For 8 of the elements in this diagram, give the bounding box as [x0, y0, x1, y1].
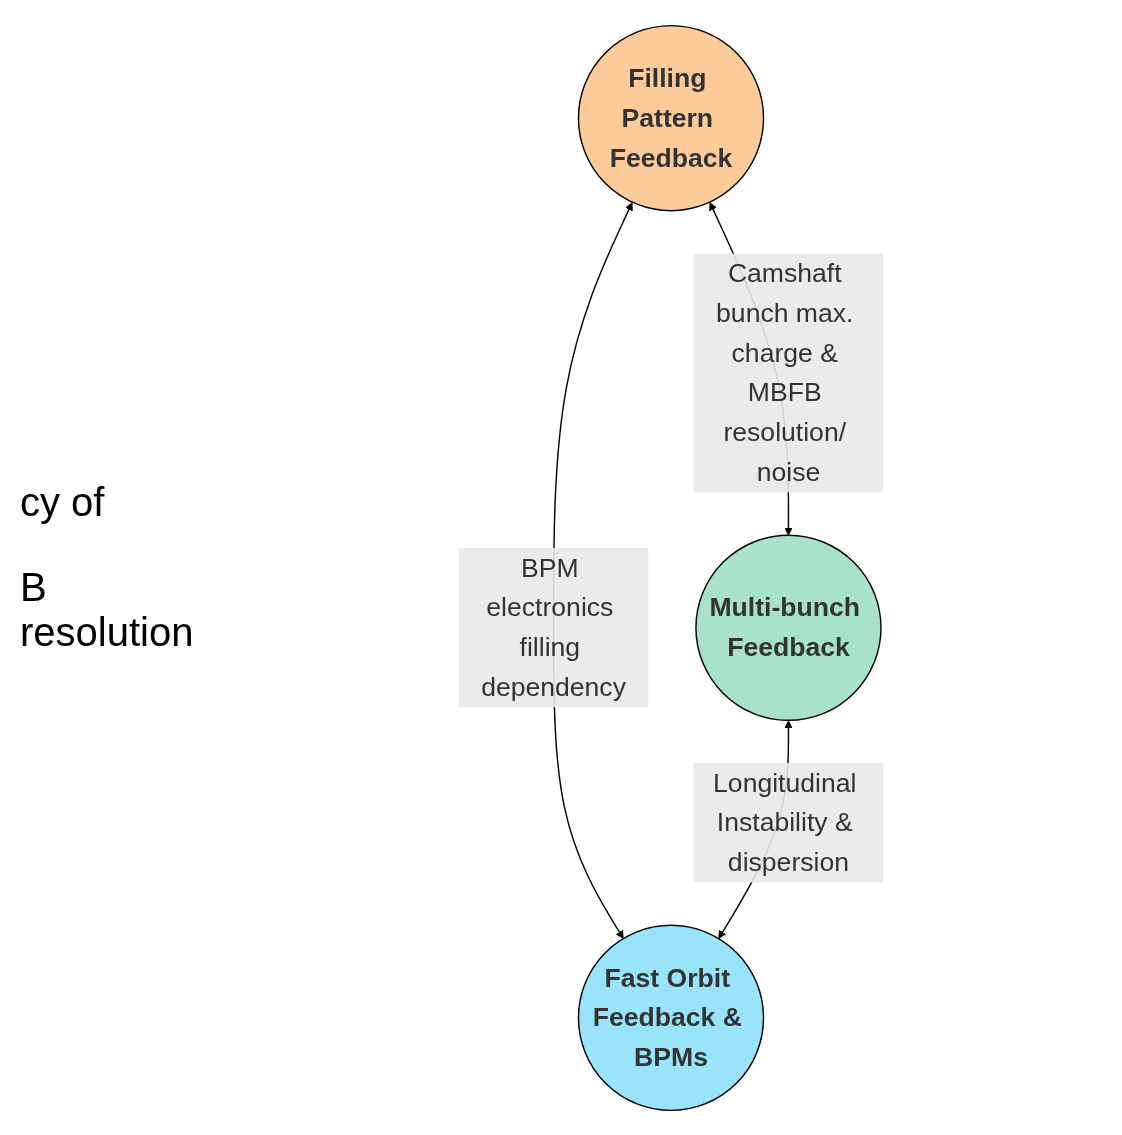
edge-label: BPM electronics filling dependency: [481, 552, 626, 702]
node-circle: Multi-bunch Feedback: [695, 534, 882, 721]
edge-label: Longitudinal Instability & dispersion: [713, 767, 857, 877]
node-circle: Fast Orbit Feedback & BPMs: [577, 924, 765, 1111]
node-circle: Filling Pattern Feedback: [577, 24, 765, 211]
text-fragment: cy of: [20, 480, 106, 525]
text-fragment: B resolution: [20, 565, 195, 655]
edge-label: Camshaft bunch max. charge & MBFB resolution/ noise: [716, 257, 854, 487]
